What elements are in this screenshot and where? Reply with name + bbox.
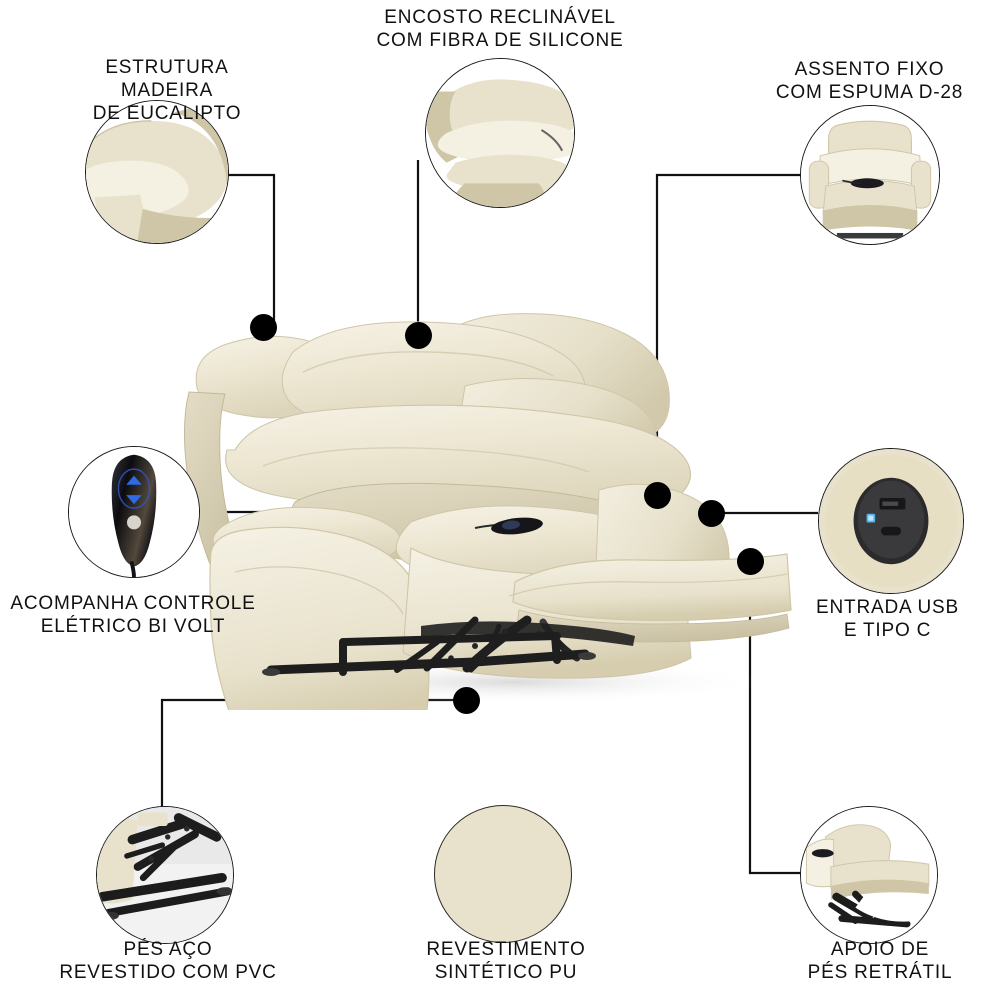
- usb-port-icon: [819, 449, 963, 593]
- dot-apoio: [736, 547, 764, 575]
- dot-encosto: [404, 321, 432, 349]
- dot-estrutura: [249, 313, 277, 341]
- feature-inset-revestimento: [434, 805, 572, 943]
- chair-front-closeup-icon: [801, 106, 939, 244]
- feature-label-revestimento: REVESTIMENTO SINTÉTICO PU: [426, 939, 586, 984]
- feature-inset-pes-aco: [96, 806, 234, 944]
- feature-label-assento-fixo: ASSENTO FIXO COM ESPUMA D-28: [775, 59, 964, 104]
- recliner-product-image: [183, 313, 792, 710]
- remote-control-icon: [69, 447, 199, 577]
- dot-pes: [452, 686, 480, 714]
- feature-label-estrutura-madeira: ESTRUTURA MADEIRA DE EUCALIPTO: [92, 57, 242, 125]
- feature-inset-apoio-pes: [800, 806, 938, 944]
- feature-inset-controle-eletrico: [68, 446, 200, 578]
- feature-label-apoio-pes: APOIO DE PÉS RETRÁTIL: [807, 939, 953, 984]
- dot-assento: [643, 481, 671, 509]
- footrest-closeup-icon: [801, 807, 937, 943]
- feature-inset-encosto-reclinavel: [425, 58, 575, 208]
- feature-label-controle-eletrico: ACOMPANHA CONTROLE ELÉTRICO BI VOLT: [10, 593, 256, 638]
- feature-inset-assento-fixo: [800, 105, 940, 245]
- feature-inset-estrutura-madeira: [85, 100, 229, 244]
- armrest-closeup-icon: [86, 101, 228, 243]
- dot-usb: [697, 499, 725, 527]
- backrest-closeup-icon: [426, 59, 574, 207]
- feature-inset-entrada-usb: [818, 448, 964, 594]
- steel-feet-icon: [97, 807, 233, 943]
- feature-label-encosto-reclinavel: ENCOSTO RECLINÁVEL COM FIBRA DE SILICONE: [376, 7, 624, 52]
- feature-label-entrada-usb: ENTRADA USB E TIPO C: [816, 597, 959, 642]
- feature-label-pes-aco: PÉS AÇO REVESTIDO COM PVC: [59, 939, 277, 984]
